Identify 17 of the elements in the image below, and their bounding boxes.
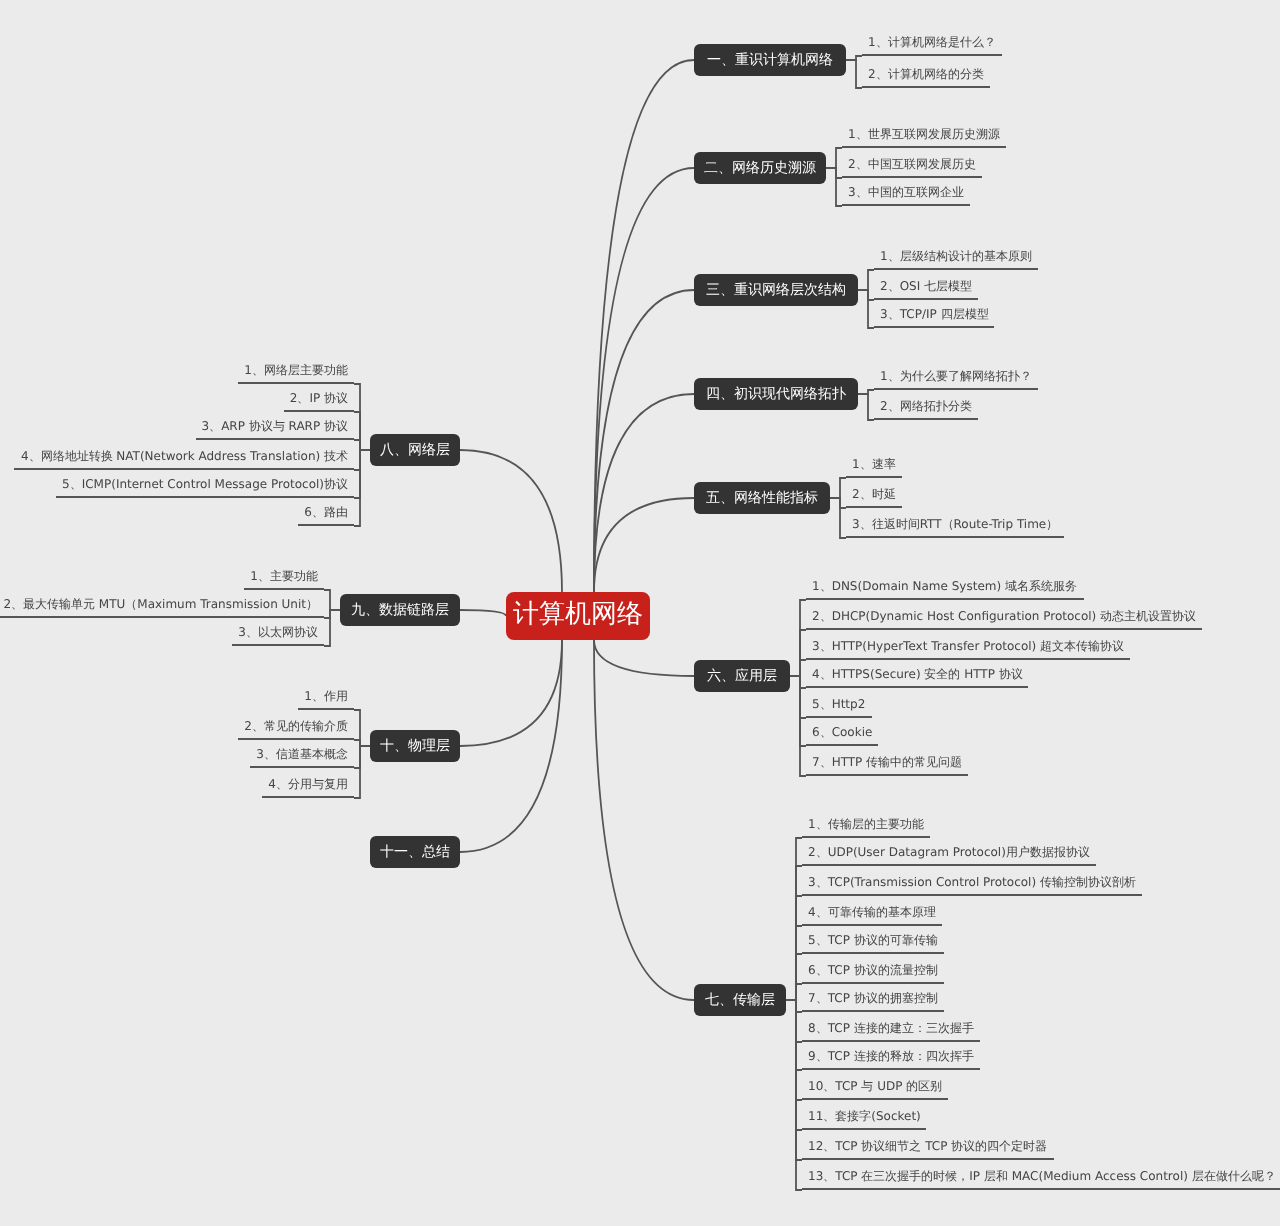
connector-line: [593, 497, 695, 593]
connector-line: [789, 675, 807, 777]
connector-line: [459, 609, 507, 617]
connector-line: [323, 609, 341, 647]
connector-line: [353, 449, 371, 527]
connector-line: [829, 497, 847, 539]
connector-line: [825, 167, 843, 207]
connector-line: [459, 449, 563, 593]
connector-line: [593, 639, 695, 1001]
connector-line: [353, 745, 371, 799]
connector-line: [459, 639, 563, 853]
connector-line: [857, 393, 875, 421]
connector-line: [785, 999, 803, 1191]
connector-line: [857, 289, 875, 329]
connector-line: [593, 639, 695, 677]
connector-line: [845, 59, 863, 89]
central-topic-box: 计算机网络: [506, 592, 650, 640]
